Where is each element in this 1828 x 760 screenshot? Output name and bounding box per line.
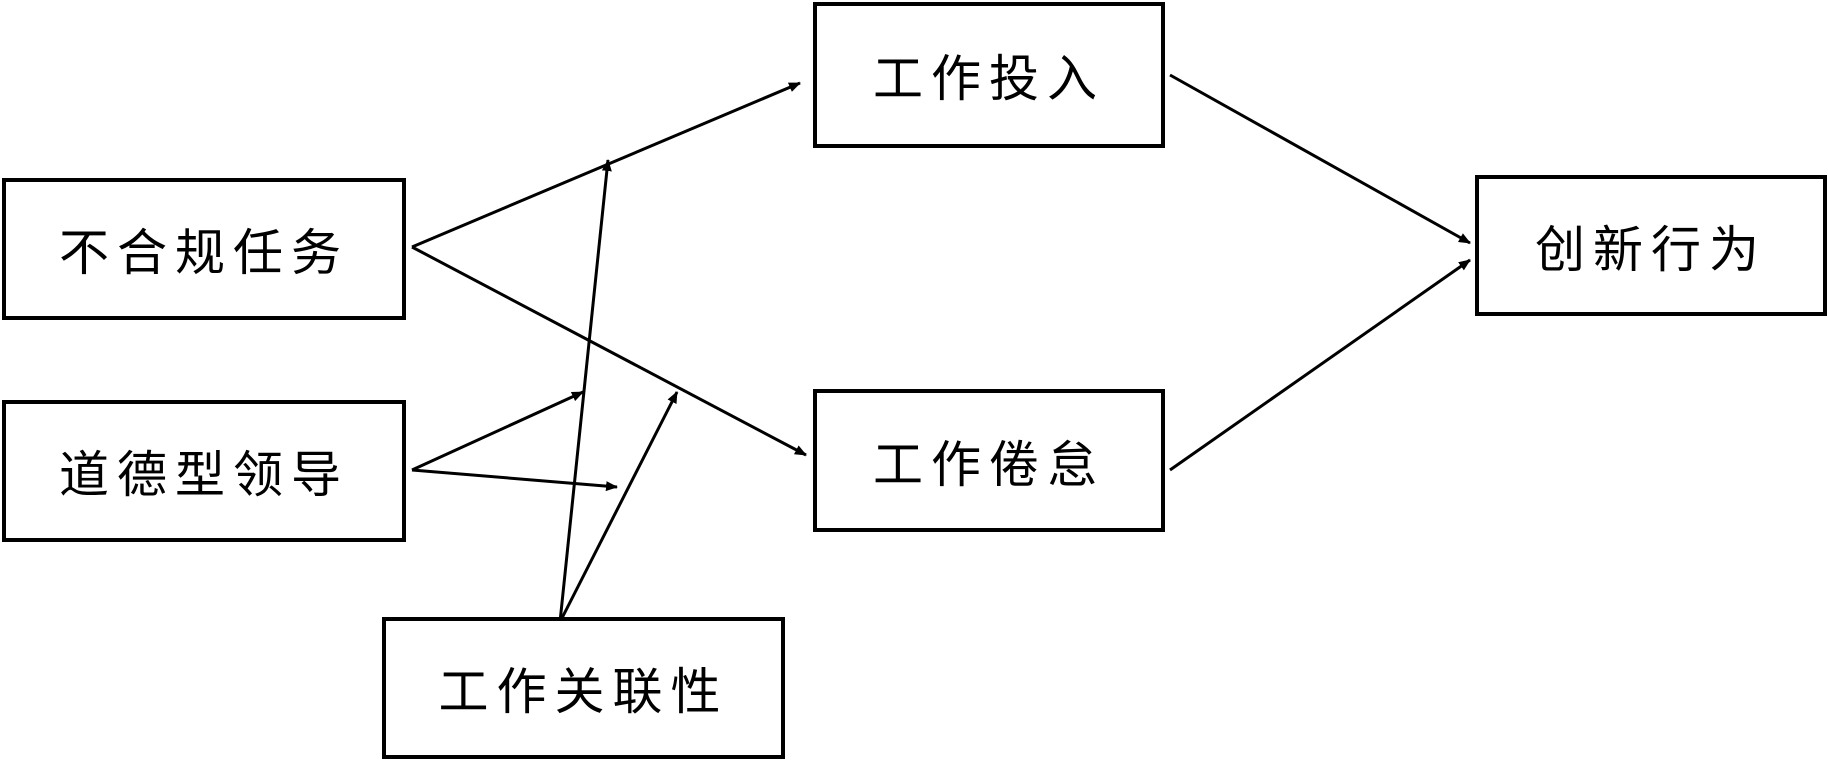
node-work-engagement: 工作投入 <box>813 2 1165 148</box>
node-label: 工作投入 <box>873 50 1105 108</box>
node-noncompliant-tasks: 不合规任务 <box>2 178 406 320</box>
node-label: 工作关联性 <box>438 663 729 721</box>
node-label: 工作倦怠 <box>873 435 1105 494</box>
node-label: 不合规任务 <box>59 224 349 282</box>
node-innovative-behavior: 创新行为 <box>1475 175 1827 316</box>
arrow-boredom-to-innovation <box>1169 258 1471 472</box>
arrow-engagement-to-innovation <box>1169 73 1471 245</box>
arrow-relevance-moderation-lower <box>558 391 679 623</box>
arrow-relevance-moderation-upper <box>558 159 612 623</box>
node-ethical-leadership: 道德型领导 <box>2 400 406 542</box>
node-label: 创新行为 <box>1535 220 1767 279</box>
node-work-relevance: 工作关联性 <box>382 617 785 759</box>
arrow-noncompliant-to-boredom <box>411 245 807 457</box>
node-label: 道德型领导 <box>59 446 349 504</box>
node-work-boredom: 工作倦怠 <box>813 389 1165 532</box>
arrow-ethical-moderation-lower <box>411 468 618 492</box>
arrow-ethical-moderation-upper <box>411 390 584 472</box>
